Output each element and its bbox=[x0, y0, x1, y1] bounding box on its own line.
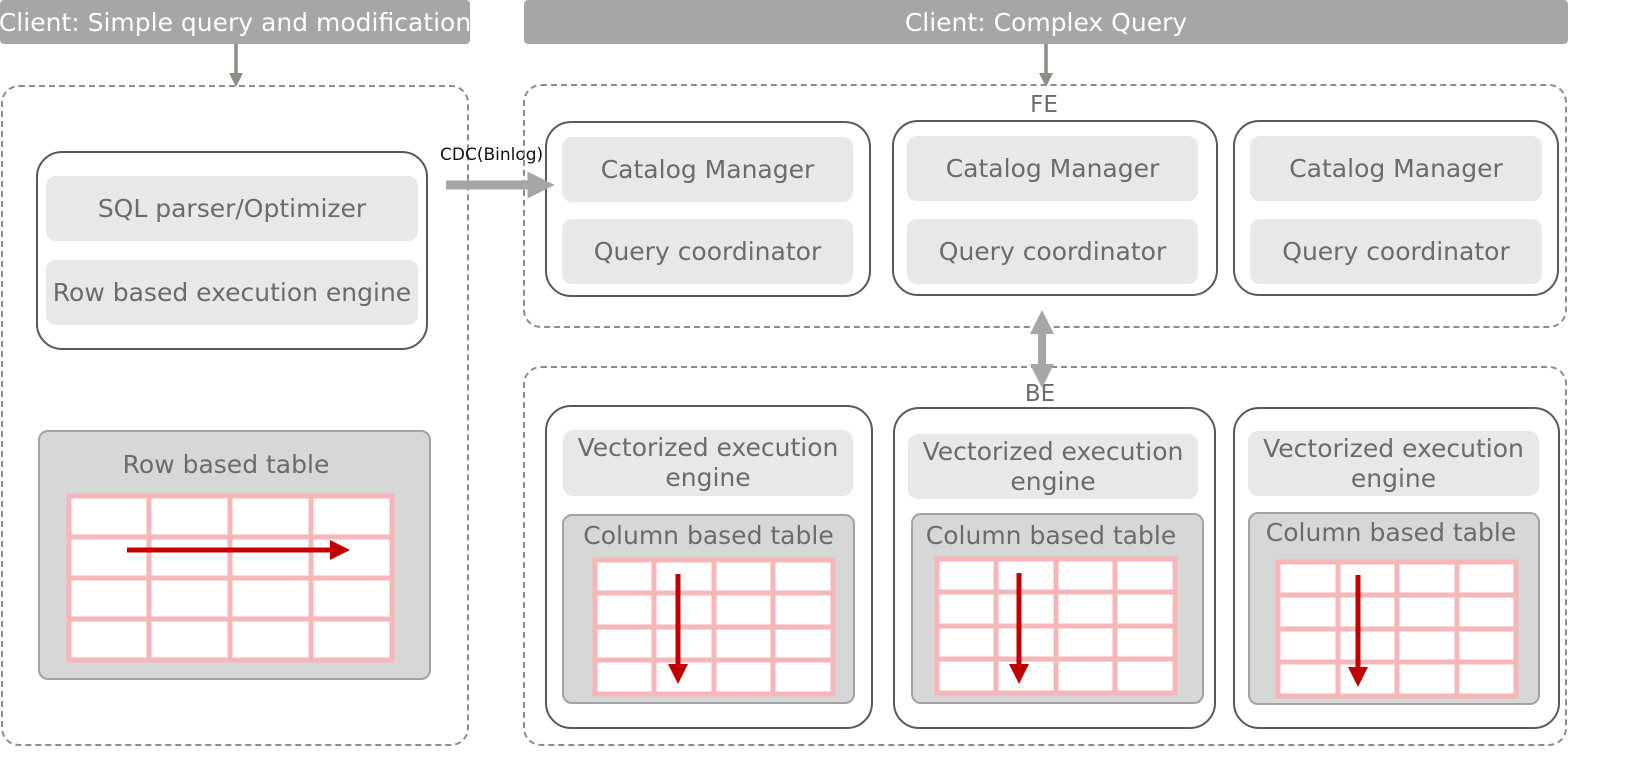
fe-node-2-catalog-manager: Catalog Manager bbox=[907, 136, 1198, 201]
fe-node-2-query-coordinator: Query coordinator bbox=[907, 219, 1198, 284]
fe-node-3-catalog-manager: Catalog Manager bbox=[1250, 136, 1542, 201]
be-node-2-column-grid bbox=[934, 556, 1178, 696]
fe-node-1-query-coordinator: Query coordinator bbox=[562, 219, 853, 284]
be-node-3-vectorized-engine: Vectorized execution engine bbox=[1248, 431, 1539, 496]
left-client-header: Client: Simple query and modification bbox=[0, 0, 471, 44]
fe-label: FE bbox=[1030, 92, 1058, 118]
fe-node-3-query-coordinator: Query coordinator bbox=[1250, 219, 1542, 284]
row-based-table-title: Row based table bbox=[122, 450, 330, 479]
fe-node-1-catalog-manager: Catalog Manager bbox=[562, 137, 853, 202]
be-node-1-column-table-title: Column based table bbox=[583, 521, 834, 550]
sql-parser-optimizer: SQL parser/Optimizer bbox=[46, 176, 418, 241]
be-node-1-column-grid bbox=[592, 557, 836, 697]
row-execution-engine: Row based execution engine bbox=[46, 260, 418, 325]
row-table-grid bbox=[66, 493, 395, 663]
cdc-binlog-label: CDC(Binlog) bbox=[440, 145, 544, 165]
be-node-3-column-grid bbox=[1275, 559, 1519, 699]
be-node-2-column-table-title: Column based table bbox=[925, 521, 1177, 550]
be-node-2-vectorized-engine: Vectorized execution engine bbox=[908, 434, 1198, 499]
be-node-1-vectorized-engine: Vectorized execution engine bbox=[563, 430, 853, 496]
be-node-3-column-table-title: Column based table bbox=[1265, 518, 1517, 547]
right-client-header: Client: Complex Query bbox=[524, 0, 1568, 44]
